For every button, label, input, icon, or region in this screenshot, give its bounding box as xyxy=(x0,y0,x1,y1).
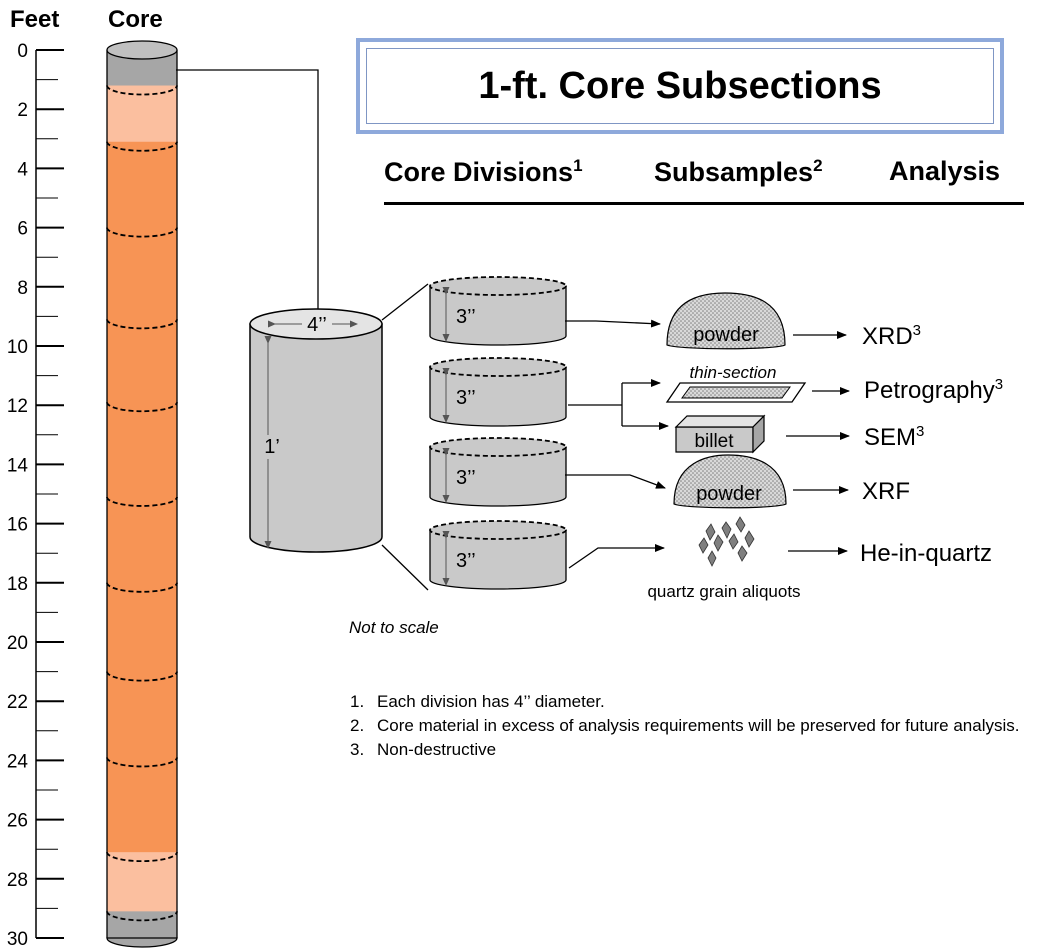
division-height-label: 3’’ xyxy=(456,467,476,489)
axis-tick-label: 2 xyxy=(17,100,28,121)
height-label-bg xyxy=(262,435,282,459)
division-height-label: 3’’ xyxy=(456,387,476,409)
col-core-divisions: Core Divisions1 xyxy=(384,156,583,187)
col-subsamples: Subsamples2 xyxy=(654,156,823,187)
billet: billet xyxy=(674,414,766,454)
division-top xyxy=(429,437,567,457)
diameter-label: 4’’ xyxy=(307,314,327,336)
diameter-label-bg xyxy=(302,313,332,335)
axis-tick-label: 28 xyxy=(7,870,28,891)
division-body xyxy=(429,529,567,590)
division-to-subsample-arrows xyxy=(565,319,669,569)
core-segment xyxy=(107,85,177,143)
division-cylinder: 3’’ xyxy=(429,437,567,507)
core-top-cap xyxy=(106,40,178,60)
division-cylinder: 3’’ xyxy=(429,357,567,427)
title-box-inner-border xyxy=(366,48,994,124)
analysis-footnote-marker: 3 xyxy=(916,423,924,440)
division-cylinder: 3’’ xyxy=(429,276,567,346)
powder-2-label: powder xyxy=(696,483,762,505)
division-cylinder: 3’’ xyxy=(429,520,567,590)
axis-tick-label: 14 xyxy=(7,455,29,476)
quartz-grains: quartz grain aliquots xyxy=(647,516,801,601)
axis-tick-label: 26 xyxy=(7,811,28,832)
footnote-3-text: Non-destructive xyxy=(377,740,497,759)
axis-tick-label: 22 xyxy=(7,692,28,713)
footnote-3: 3. Non-destructive xyxy=(350,738,1040,762)
division-body xyxy=(429,366,567,427)
expand-line-top xyxy=(381,283,429,321)
diagram-title: 1-ft. Core Subsections xyxy=(478,64,882,107)
billet-label: billet xyxy=(694,431,734,452)
axis-tick-label: 4 xyxy=(17,159,28,180)
analysis-label: XRF xyxy=(862,478,910,505)
core-column xyxy=(106,40,178,948)
division-top xyxy=(429,357,567,377)
footnote-2-number: 2. xyxy=(350,716,365,735)
core-segment xyxy=(107,911,177,939)
not-to-scale-note: Not to scale xyxy=(349,618,439,637)
quartz-label: quartz grain aliquots xyxy=(647,582,800,601)
division-body xyxy=(429,285,567,346)
core-to-cylinder-connector xyxy=(176,69,319,322)
core-column-title: Core xyxy=(108,6,163,33)
axis-tick-label: 0 xyxy=(17,41,28,62)
axis-tick-label: 20 xyxy=(7,633,28,654)
division-top xyxy=(429,520,567,540)
core-bottom-cap xyxy=(106,937,178,948)
core-segment xyxy=(107,141,177,853)
axis-tick-label: 8 xyxy=(17,278,28,299)
footnote-3-number: 3. xyxy=(350,740,365,759)
core-segment xyxy=(107,852,177,912)
analysis-footnote-marker: 3 xyxy=(913,322,921,339)
footnote-2: 2. Core material in excess of analysis re… xyxy=(350,714,1040,738)
footnote-1-number: 1. xyxy=(350,692,365,711)
analysis-footnote-marker: 3 xyxy=(995,376,1003,393)
analysis-label: SEM3 xyxy=(864,423,924,451)
analysis-label: Petrography3 xyxy=(864,376,1003,404)
division-height-label: 3’’ xyxy=(456,306,476,328)
title-box: 1-ft. Core Subsections xyxy=(356,38,1004,134)
axis-tick-label: 24 xyxy=(7,751,29,772)
division-height-label: 3’’ xyxy=(456,550,476,572)
powder-1: powder xyxy=(666,292,786,350)
axis-tick-label: 18 xyxy=(7,574,28,595)
height-label: 1’ xyxy=(264,436,280,458)
footnote-2-text: Core material in excess of analysis requ… xyxy=(377,716,1020,735)
axis-tick-label: 12 xyxy=(7,396,28,417)
division-top xyxy=(429,276,567,296)
axis-tick-label: 16 xyxy=(7,515,28,536)
core-divisions: 3’’ 3’’ 3’’ 3’’ xyxy=(429,276,567,590)
footnote-1: 1. Each division has 4’’ diameter. xyxy=(350,690,1040,714)
thin-section-label: thin-section xyxy=(690,363,777,382)
axis-tick-label: 30 xyxy=(7,929,28,950)
powder-2: powder xyxy=(673,454,787,509)
subsample-to-analysis-arrows xyxy=(786,331,850,555)
analysis-label: He-in-quartz xyxy=(860,540,992,567)
axis-tick-label: 6 xyxy=(17,219,28,240)
expand-line-bottom xyxy=(381,544,429,591)
thin-section: thin-section xyxy=(665,363,807,403)
powder-1-label: powder xyxy=(693,324,759,346)
footnotes: 1. Each division has 4’’ diameter. 2. Core… xyxy=(350,690,1040,762)
division-body xyxy=(429,446,567,507)
column-headers: Core Divisions1 Subsamples2 Analysis xyxy=(384,154,1024,205)
footnote-1-text: Each division has 4’’ diameter. xyxy=(377,692,605,711)
analysis-label: XRD3 xyxy=(862,322,921,350)
one-foot-cylinder: 4’’ 1’ xyxy=(249,308,383,553)
col-analysis: Analysis xyxy=(889,156,1001,186)
axis-tick-label: 10 xyxy=(7,337,28,358)
depth-axis-title: Feet xyxy=(10,6,60,33)
